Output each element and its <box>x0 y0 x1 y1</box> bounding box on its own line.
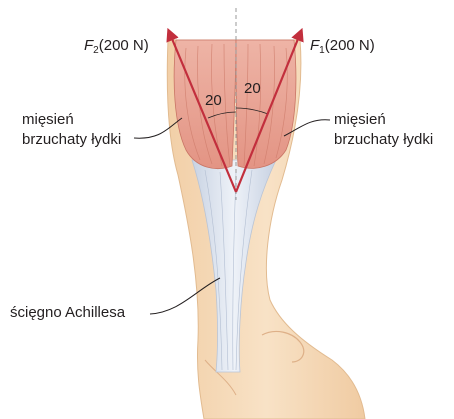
muscle-right-label: mięsień brzuchaty łydki <box>334 110 433 150</box>
muscle-right-line2: brzuchaty łydki <box>334 130 433 150</box>
force-f1-symbol: F <box>310 37 319 54</box>
force-f2-label: F2(200 N) <box>84 36 149 61</box>
force-f1-value: (200 N) <box>325 37 375 54</box>
force-f2-symbol: F <box>84 37 93 54</box>
force-f2-value: (200 N) <box>99 37 149 54</box>
angle-left-label: 20 <box>205 92 222 109</box>
tendon-label: ścięgno Achillesa <box>10 303 125 323</box>
muscle-left-line2: brzuchaty łydki <box>22 130 121 150</box>
muscle-left-label: mięsień brzuchaty łydki <box>22 110 121 150</box>
muscle-left-line1: mięsień <box>22 110 121 130</box>
force-f1-label: F1(200 N) <box>310 36 375 61</box>
angle-right-label: 20 <box>244 80 261 97</box>
muscle-right-line1: mięsień <box>334 110 433 130</box>
